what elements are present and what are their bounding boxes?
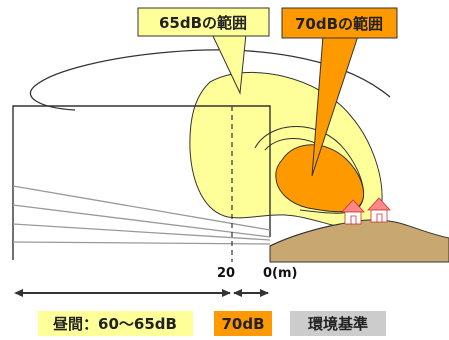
inner-contour-line [254,126,364,214]
zone-70db [275,144,364,213]
road-line [12,223,271,241]
distance-mark-0: 0(m) [263,266,297,281]
ground-outline [269,223,341,247]
distance-mark-20: 20 [217,266,235,281]
ground-hill [269,219,449,263]
legend-70db-chip [214,311,272,336]
road-line [12,204,271,238]
callout-70db-box [281,7,398,39]
callout-65db-box [137,7,270,37]
callout-70db-label: 70dBの範囲 [295,15,383,33]
callout-65db: 65dBの範囲 [137,7,270,95]
road-line [12,241,271,245]
house-pair-icon [341,197,391,225]
legend-70db: 70dB [214,311,272,336]
legend-daytime-chip [38,311,193,336]
callout-65db-label: 65dBの範囲 [159,14,247,32]
legend-70db-label: 70dB [221,315,264,333]
distance-arrows [14,289,269,297]
outer-noise-contour [29,49,391,111]
building-outline [12,105,271,260]
legend-standard-label: 環境基準 [308,315,368,333]
legend-daytime-label: 昼間：60～65dB [53,315,177,333]
legend-standard-chip [290,311,386,336]
legend-daytime: 昼間：60～65dB [38,311,193,336]
legend-standard: 環境基準 [290,311,386,336]
callout-70db: 70dBの範囲 [281,7,398,177]
road-line [12,185,271,231]
